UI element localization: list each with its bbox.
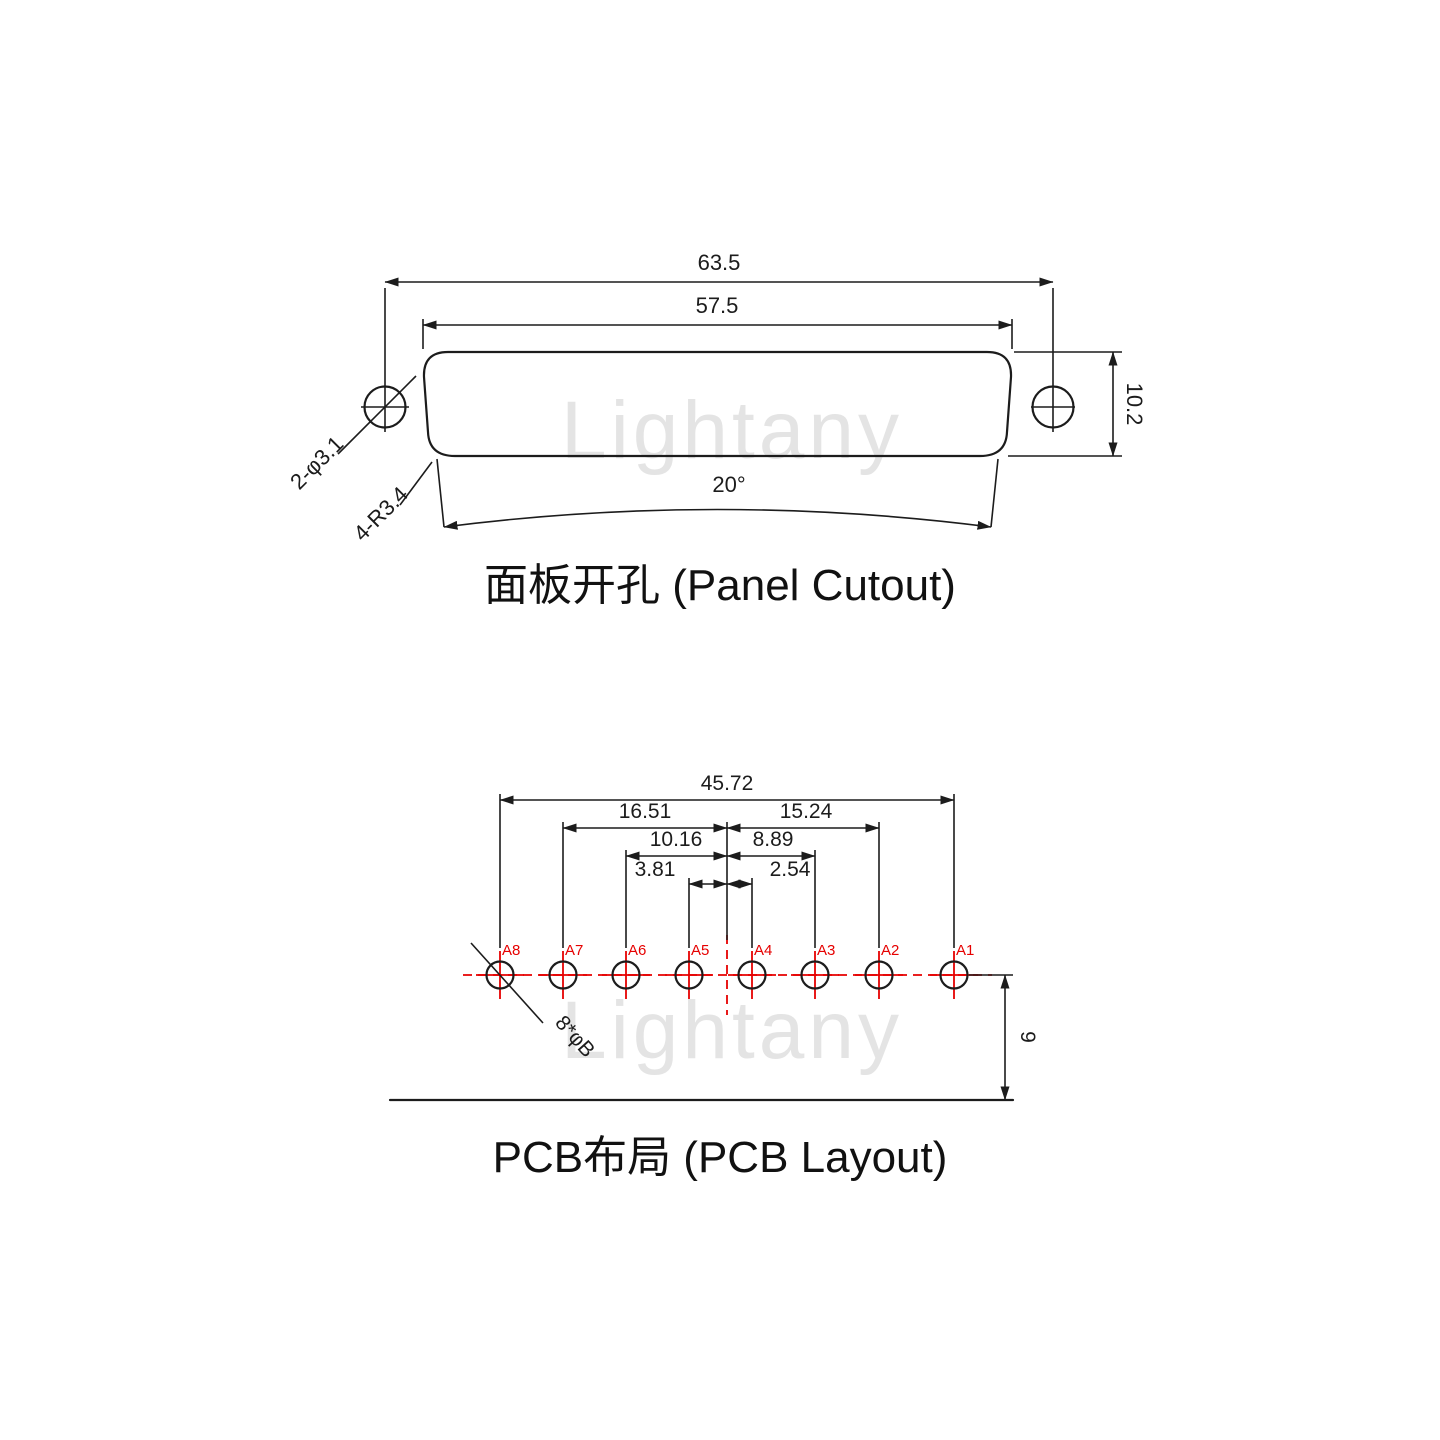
angle-dimension-label: 20° (712, 472, 745, 497)
mount-hole-leader-line (337, 375, 417, 455)
pcb-layout-title: PCB布局 (PCB Layout) (493, 1133, 948, 1182)
dim-label-10_2: 10.2 (1122, 383, 1147, 426)
watermark-top: Lightany (561, 385, 903, 476)
dim-label-15_24: 15.24 (780, 800, 833, 823)
hole-circle (611, 960, 641, 990)
pcb-hole-a6: A6 (602, 850, 650, 999)
pcb-layout-drawing: Lightany A8 A7 A6 (388, 772, 1039, 1182)
hole-diameter-leader-line (470, 942, 544, 1024)
dim-label-10_16: 10.16 (650, 828, 703, 851)
hole-label: A6 (628, 942, 646, 959)
pcb-hole-a7: A7 (539, 822, 587, 999)
hole-label: A1 (956, 942, 974, 959)
mount-hole-diameter-label: 2-φ3.1 (285, 431, 348, 494)
pcb-hole-a5: A5 (665, 878, 713, 999)
dim-label-45_72: 45.72 (701, 772, 754, 795)
hole-circle (674, 960, 704, 990)
dim-label-2_54: 2.54 (770, 858, 811, 881)
pcb-hole-a8: A8 (476, 794, 524, 999)
hole-circle (548, 960, 578, 990)
panel-cutout-title: 面板开孔 (Panel Cutout) (484, 561, 956, 610)
hole-circle (800, 960, 830, 990)
hole-label: A3 (817, 942, 835, 959)
angle-dimension-arc (443, 508, 992, 530)
hole-label: A5 (691, 942, 709, 959)
angle-ext-line-right (990, 458, 999, 528)
corner-radius-leader-line (399, 461, 433, 506)
panel-cutout-drawing: Lightany 20° 63.5 57.5 10.2 2-φ3.1 (285, 250, 1147, 610)
dim-label-63_5: 63.5 (698, 250, 741, 275)
hole-label: A4 (754, 942, 772, 959)
hole-circle (939, 960, 969, 990)
pcb-hole-a2: A2 (855, 822, 903, 999)
hole-circle (485, 960, 515, 990)
watermark-bottom: Lightany (561, 985, 903, 1076)
pcb-hole-a1: A1 (930, 794, 978, 999)
dim-label-9: 9 (1016, 1031, 1039, 1043)
hole-circle (864, 960, 894, 990)
dim-label-16_51: 16.51 (619, 800, 672, 823)
hole-circle (737, 960, 767, 990)
corner-radius-label: 4-R3.4 (349, 482, 413, 546)
hole-label: A8 (502, 942, 520, 959)
hole-label: A7 (565, 942, 583, 959)
pcb-hole-a3: A3 (791, 850, 839, 999)
pcb-hole-a4: A4 (728, 878, 776, 999)
panel-cutout-shape (422, 350, 1013, 458)
angle-ext-line-left (436, 458, 445, 528)
dim-label-8_89: 8.89 (753, 828, 794, 851)
dim-label-57_5: 57.5 (696, 293, 739, 318)
hole-label: A2 (881, 942, 899, 959)
dim-label-3_81: 3.81 (635, 858, 676, 881)
